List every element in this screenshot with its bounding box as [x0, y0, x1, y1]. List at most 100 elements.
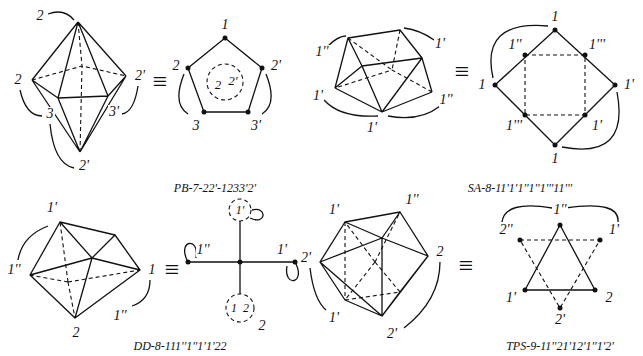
vertex-label: 1''' — [588, 38, 606, 52]
vertex-label: 1' — [434, 37, 446, 51]
vertex-label: 2' — [300, 251, 312, 265]
vertex-dot — [523, 53, 528, 58]
edge-line — [188, 38, 262, 112]
vertex-label: 1'' — [7, 263, 22, 277]
edge-line — [18, 226, 150, 306]
formula-caption: TPS-9-11''21'12'1''1'2' — [505, 340, 615, 352]
vertex-dot — [518, 238, 523, 243]
vertex-dot — [613, 83, 618, 88]
edge-line — [525, 55, 585, 115]
vertex-label: 1 — [478, 78, 487, 92]
vertex-label: 1' — [608, 223, 620, 237]
edge-line — [179, 74, 271, 114]
edge-line — [20, 12, 138, 168]
vertex-label: 2'' — [499, 223, 514, 237]
edge-line — [520, 240, 600, 308]
vertex-label: 1' — [505, 291, 517, 305]
equivalence-sign: ≡ — [458, 253, 475, 279]
edge-line — [226, 294, 254, 322]
vertex-label: 2 — [72, 326, 81, 340]
vertex-label: 1' — [328, 311, 340, 325]
edge-line — [32, 22, 126, 152]
formula-caption: DD-8-111''1''1'1'22 — [133, 340, 228, 352]
vertex-label: 1'' — [315, 45, 330, 59]
vertex-dot — [598, 238, 603, 243]
vertex-label: 1'' — [405, 193, 420, 207]
vertex-label: 2' — [227, 74, 238, 87]
formula-caption: PB-7-22'-1233'2' — [173, 182, 257, 194]
vertex-label: 1''' — [505, 119, 523, 133]
vertex-label: 2' — [134, 69, 146, 83]
vertex-label: 1'' — [113, 309, 128, 323]
vertex-dot — [593, 288, 598, 293]
vertex-dot — [553, 28, 558, 33]
vertex-label: 2' — [270, 59, 282, 73]
vertex-label: 1' — [623, 78, 635, 92]
vertex-dot — [293, 260, 298, 265]
edge-line — [229, 199, 251, 221]
vertex-dot — [186, 66, 191, 71]
vertex-label: 1'' — [553, 203, 568, 217]
vertex-label: 1'' — [439, 93, 454, 107]
vertex-label: 2 — [436, 245, 445, 259]
edge-line — [185, 209, 299, 280]
vertex-label: 1' — [591, 119, 603, 133]
edge-line — [324, 28, 440, 118]
vertex-label: 2 — [258, 319, 267, 333]
vertex-dot — [523, 288, 528, 293]
formula-caption: SA-8-11'1'1''1''1'''11''' — [467, 182, 573, 194]
edge-line — [335, 30, 432, 92]
vertex-label: 3' — [108, 105, 120, 119]
vertex-label: 1'' — [196, 243, 211, 257]
vertex-label: 2' — [78, 159, 90, 173]
vertex-dot — [583, 113, 588, 118]
vertex-label: 1 — [221, 18, 230, 32]
edge-line — [320, 212, 428, 316]
vertex-dot — [223, 36, 228, 41]
vertex-label: 2 — [14, 73, 23, 87]
vertex-dot — [558, 306, 563, 311]
vertex-label: 1' — [366, 121, 378, 135]
edge-line — [491, 25, 619, 149]
edge-line — [32, 22, 126, 152]
edge-line — [495, 30, 615, 145]
vertex-label: 1 — [148, 263, 157, 277]
vertex-dot — [523, 113, 528, 118]
edge-line — [188, 221, 295, 294]
vertex-label: 1' — [276, 243, 288, 257]
vertex-dot — [260, 66, 265, 71]
vertex-dot — [558, 223, 563, 228]
vertex-label: 1' — [328, 203, 340, 217]
vertex-label: 3 — [46, 107, 55, 121]
vertex-label: 2' — [386, 327, 398, 341]
vertex-label: 1'' — [508, 38, 523, 52]
vertex-label: 2 — [36, 9, 45, 23]
vertex-dot — [202, 110, 207, 115]
equivalence-sign: ≡ — [164, 257, 181, 283]
edge-line — [335, 30, 432, 112]
vertex-dot — [553, 143, 558, 148]
vertex-label: 1' — [312, 89, 324, 103]
edge-line — [525, 225, 595, 290]
equivalence-sign: ≡ — [454, 59, 471, 85]
vertex-label: 2 — [172, 59, 181, 73]
vertex-dot — [238, 260, 243, 265]
vertex-label: 1' — [235, 204, 246, 216]
vertex-dots — [186, 28, 618, 311]
edge-line — [207, 64, 243, 100]
edge-line — [345, 212, 400, 300]
vertex-label: 1 — [551, 10, 560, 24]
edge-line — [310, 262, 440, 328]
edge-line — [30, 222, 140, 318]
vertex-label: 1 — [230, 302, 238, 314]
edge-line — [30, 222, 140, 318]
vertex-dot — [493, 83, 498, 88]
vertex-dot — [246, 110, 251, 115]
equivalence-sign: ≡ — [152, 69, 169, 95]
vertex-label: 1 — [551, 152, 560, 166]
vertex-label: 2 — [242, 302, 250, 314]
vertex-label: 1' — [46, 201, 58, 215]
vertex-label: 3' — [250, 119, 262, 133]
vertex-label: 2 — [605, 291, 614, 305]
